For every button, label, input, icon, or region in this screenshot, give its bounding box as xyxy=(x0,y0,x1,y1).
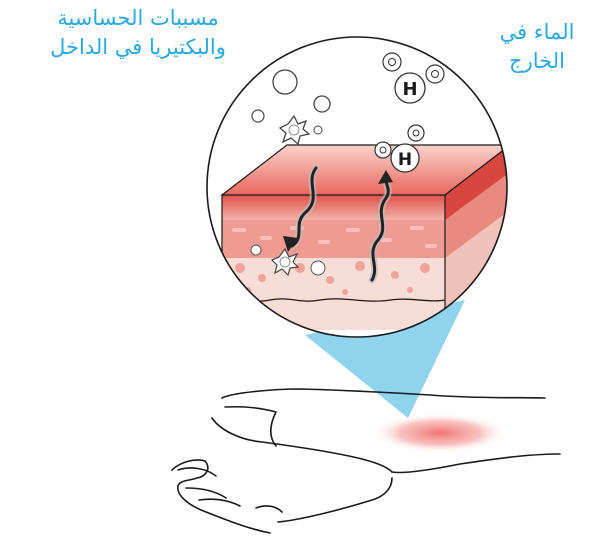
skin-cross-section xyxy=(222,145,510,340)
skin-redness xyxy=(372,413,508,453)
water-molecule-top-letter: H xyxy=(402,79,417,100)
hand-outline xyxy=(172,389,560,533)
water-molecule-middle-letter: H xyxy=(398,150,412,170)
